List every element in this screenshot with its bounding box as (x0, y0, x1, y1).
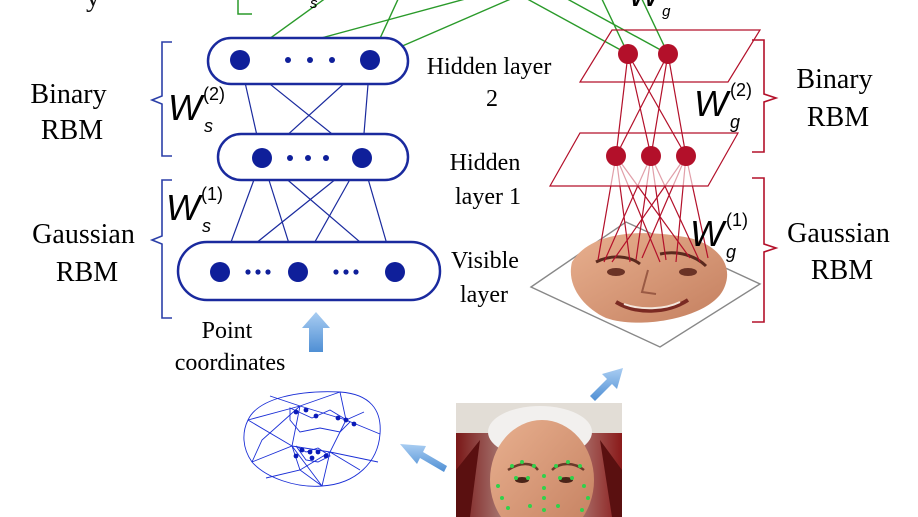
visible-layer-label: Visible layer (451, 248, 525, 308)
texture-hidden1-unit (676, 146, 696, 166)
shape-hidden1-unit (352, 148, 372, 168)
texture-hidden-layer-2-plane (578, 29, 762, 83)
left-gaussian-rbm-label: Gaussian RBM (32, 219, 142, 288)
shape-visible-unit (288, 262, 308, 282)
shape-hidden2-unit (230, 50, 250, 70)
shape-visible-layer (176, 240, 442, 302)
weights-top-cut-left: s (310, 0, 318, 12)
hidden-layer-1-label: Hidden layer 1 (450, 150, 527, 210)
right-binary-rbm-bracket (752, 39, 779, 153)
arrow-photo-to-texture (590, 368, 623, 401)
face-landmark-points (496, 460, 590, 512)
weights-top-cut-right: Wg (628, 0, 671, 20)
texture-hidden2-unit (618, 44, 638, 64)
face-mesh-points (293, 407, 357, 461)
texture-network (529, 29, 762, 348)
point-coordinates-label: Point coordinates (175, 318, 286, 376)
arrow-mesh-to-visible (302, 312, 330, 352)
hidden-layer-2-label: Hidden layer 2 (427, 54, 558, 112)
right-binary-rbm-label: Binary RBM (796, 64, 879, 133)
shape-visible-ellipsis (245, 269, 251, 275)
face-mesh-icon (243, 391, 381, 487)
left-gaussian-rbm-bracket (149, 179, 172, 319)
arrow-photo-to-mesh (400, 444, 447, 472)
shape-hidden2-unit (360, 50, 380, 70)
shape-hidden2-ellipsis (285, 57, 291, 63)
texture-hidden1-unit (641, 146, 661, 166)
right-gaussian-rbm-bracket (752, 177, 779, 323)
shape-network (176, 36, 442, 302)
joint-bracket (237, 0, 252, 15)
texture-hidden1-unit (606, 146, 626, 166)
shape-hidden1-ellipsis (287, 155, 293, 161)
left-binary-rbm-bracket (149, 41, 172, 157)
left-binary-rbm-label: Binary RBM (30, 79, 113, 146)
shape-visible-unit (210, 262, 230, 282)
shape-hidden1-unit (252, 148, 272, 168)
top-left-cut-label: y (86, 0, 100, 13)
shape-hidden-layer-1 (216, 132, 410, 182)
shape-visible-unit (385, 262, 405, 282)
face-photo-icon (456, 403, 622, 517)
texture-weights-layer2 (615, 53, 687, 157)
right-gaussian-rbm-label: Gaussian RBM (787, 218, 897, 286)
texture-hidden2-unit (658, 44, 678, 64)
